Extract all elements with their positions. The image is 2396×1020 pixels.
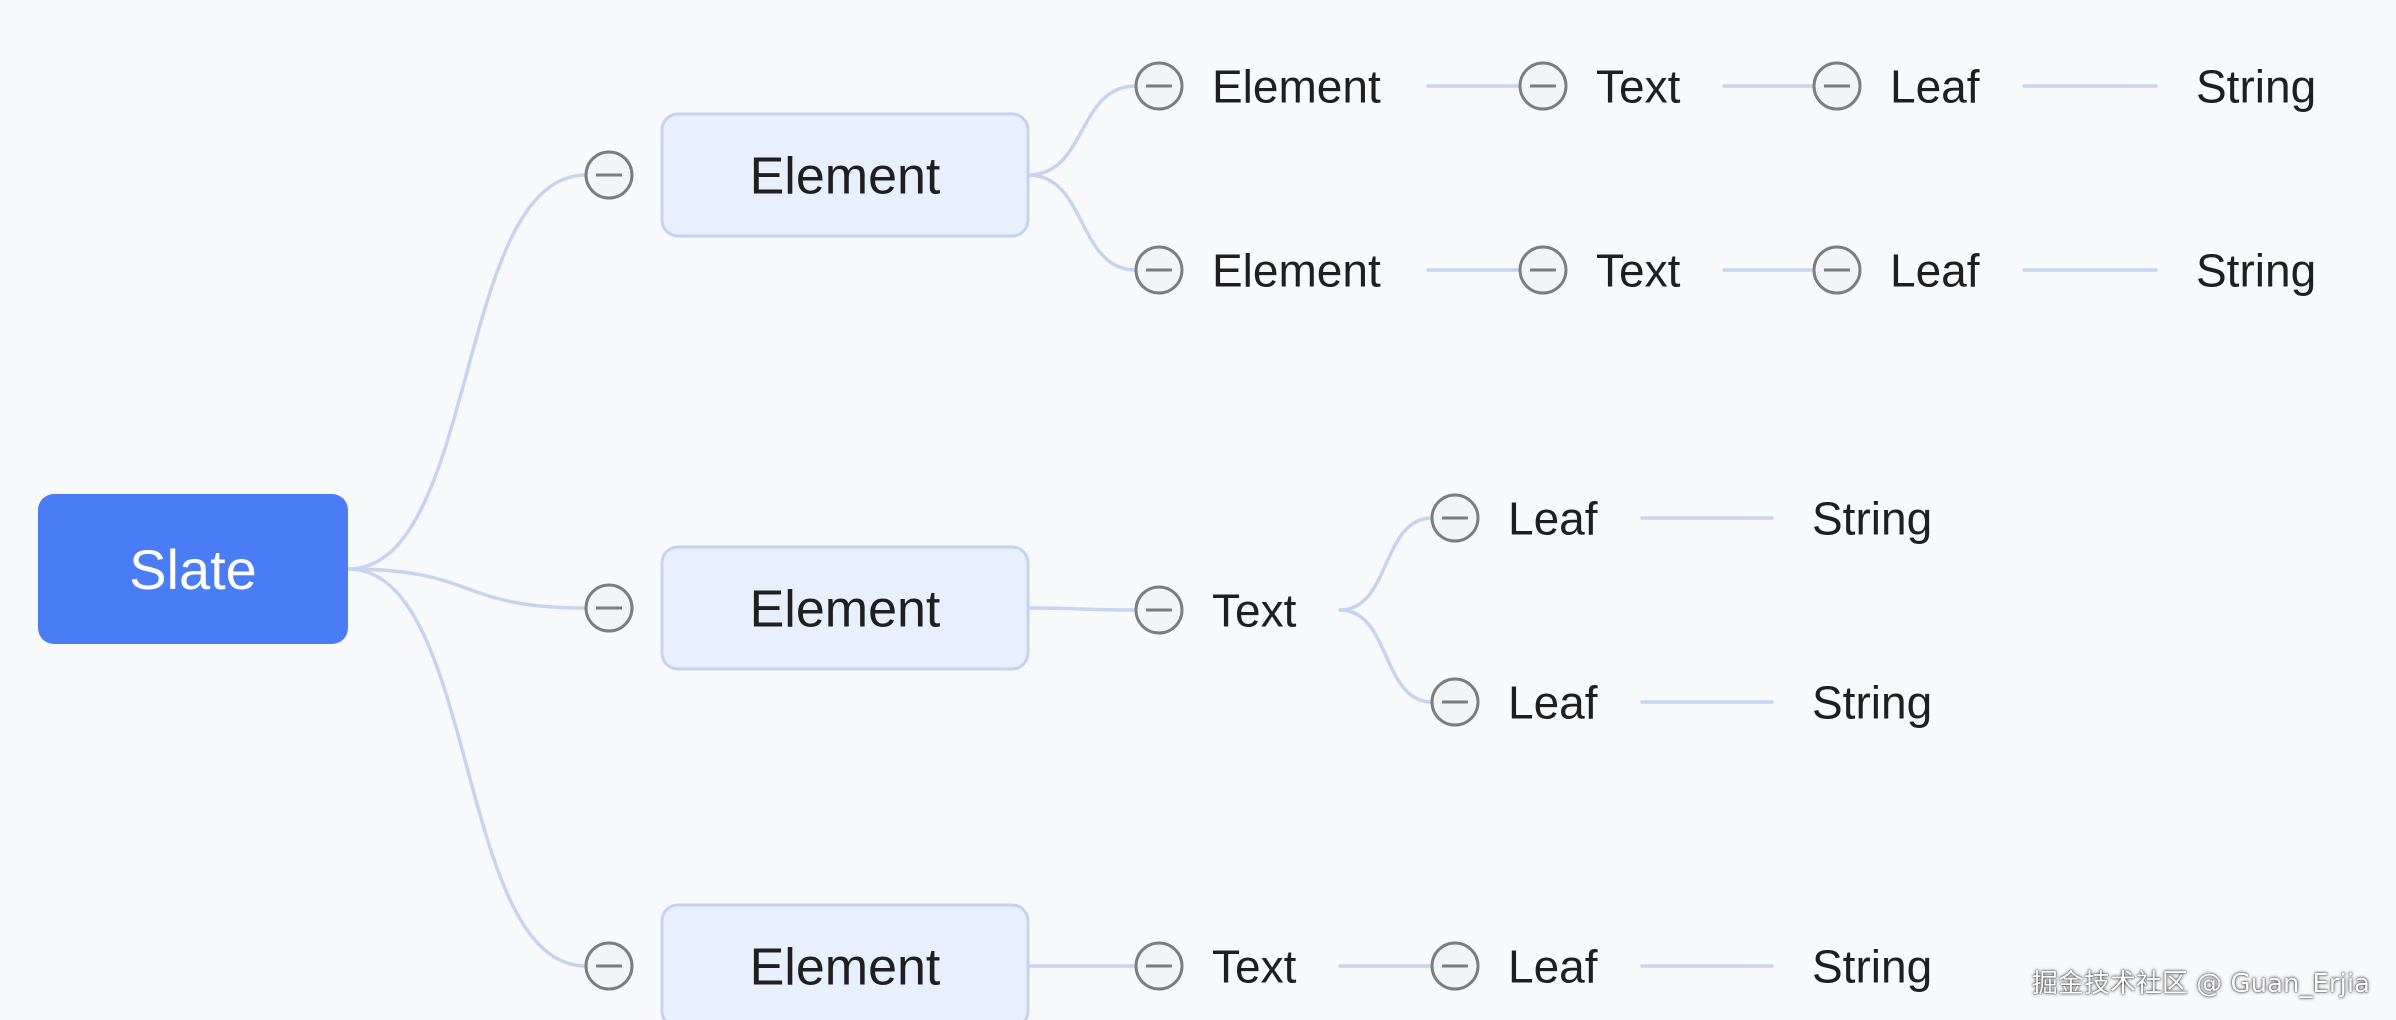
node-label: Leaf	[1508, 941, 1598, 993]
node-string[interactable]: String	[2196, 245, 2316, 297]
node-label: Leaf	[1890, 61, 1980, 113]
connector-line	[1338, 516, 1434, 612]
node-element[interactable]: Element	[1134, 245, 1381, 297]
collapse-toggle-icon[interactable]	[1134, 941, 1184, 991]
node-leaf[interactable]: Leaf	[1812, 61, 1980, 113]
node-label: String	[2196, 61, 2316, 113]
node-leaf[interactable]: Leaf	[1430, 941, 1598, 993]
node-label: Element	[750, 939, 941, 997]
node-element[interactable]: Element	[1134, 61, 1381, 113]
connector-line	[1338, 608, 1434, 704]
node-text[interactable]: Text	[1518, 61, 1681, 113]
collapse-toggle-icon[interactable]	[1430, 941, 1480, 991]
element-node-box[interactable]	[660, 112, 1030, 238]
collapse-toggle-icon[interactable]	[1518, 61, 1568, 111]
connector-line	[346, 173, 588, 571]
collapse-toggle-icon[interactable]	[1134, 245, 1184, 295]
node-string[interactable]: String	[1812, 677, 1932, 729]
node-label: Element	[750, 581, 941, 639]
connector-line	[346, 567, 588, 968]
node-label: String	[1812, 941, 1932, 993]
collapse-toggle-icon[interactable]	[1430, 493, 1480, 543]
node-label: String	[2196, 245, 2316, 297]
connector-lines	[346, 84, 2158, 968]
node-element[interactable]: Element	[584, 545, 1030, 671]
node-element[interactable]: Element	[584, 903, 1030, 1020]
root-node[interactable]: Slate	[38, 494, 348, 644]
root-node-label: Slate	[129, 538, 257, 601]
node-leaf[interactable]: Leaf	[1430, 493, 1598, 545]
watermark: 掘金技术社区 @ Guan_Erjia	[2031, 969, 2370, 999]
collapse-toggle-icon[interactable]	[1430, 677, 1480, 727]
collapse-toggle-icon[interactable]	[584, 941, 634, 991]
element-node-box[interactable]	[660, 903, 1030, 1020]
collapse-toggle-icon[interactable]	[1134, 61, 1184, 111]
node-label: Element	[750, 148, 941, 206]
node-label: Text	[1596, 245, 1681, 297]
collapse-toggle-icon[interactable]	[1812, 245, 1862, 295]
node-label: Text	[1596, 61, 1681, 113]
connector-line	[1026, 84, 1138, 177]
node-string[interactable]: String	[2196, 61, 2316, 113]
collapse-toggle-icon[interactable]	[1812, 61, 1862, 111]
node-string[interactable]: String	[1812, 941, 1932, 993]
node-label: Text	[1212, 585, 1297, 637]
collapse-toggle-icon[interactable]	[1134, 585, 1184, 635]
node-label: Text	[1212, 941, 1297, 993]
connector-line	[1026, 606, 1138, 612]
node-label: Leaf	[1890, 245, 1980, 297]
node-label: Element	[1212, 61, 1381, 113]
collapse-toggle-icon[interactable]	[584, 150, 634, 200]
node-string[interactable]: String	[1812, 493, 1932, 545]
node-label: Element	[1212, 245, 1381, 297]
collapse-toggle-icon[interactable]	[1518, 245, 1568, 295]
root-node-box[interactable]	[38, 494, 348, 644]
node-text[interactable]: Text	[1134, 585, 1297, 637]
node-leaf[interactable]: Leaf	[1812, 245, 1980, 297]
element-node-box[interactable]	[660, 545, 1030, 671]
node-label: String	[1812, 493, 1932, 545]
node-text[interactable]: Text	[1518, 245, 1681, 297]
connector-line	[346, 567, 588, 610]
connector-line	[1026, 173, 1138, 272]
node-label: Leaf	[1508, 493, 1598, 545]
node-label: String	[1812, 677, 1932, 729]
node-label: Leaf	[1508, 677, 1598, 729]
collapse-toggle-icon[interactable]	[584, 583, 634, 633]
node-text[interactable]: Text	[1134, 941, 1297, 993]
node-element[interactable]: Element	[584, 112, 1030, 238]
node-leaf[interactable]: Leaf	[1430, 677, 1598, 729]
